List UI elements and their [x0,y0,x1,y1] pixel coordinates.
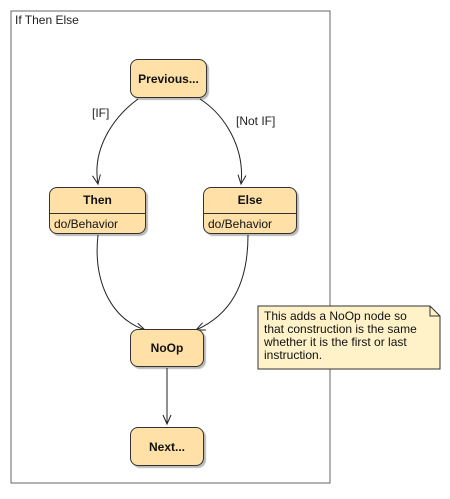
note-line: that construction is the same [264,322,417,336]
node-else[interactable]: Else do/Behavior [203,187,297,234]
frame-title: If Then Else [15,13,79,27]
edge-then-to-noop[interactable] [96,234,147,332]
edge-else-to-noop[interactable] [194,234,249,331]
node-next-label: Next... [148,439,185,454]
node-else-activity: do/Behavior [208,217,273,231]
edge-previous-to-else[interactable] [199,98,247,186]
node-then[interactable]: Then do/Behavior [49,187,146,234]
note-line: whether it is the first or last [264,335,407,349]
edge-previous-to-then[interactable] [92,98,139,186]
note-line: instruction. [264,348,323,362]
node-previous[interactable]: Previous... [130,59,207,98]
node-noop[interactable]: NoOp [130,329,204,367]
node-then-activity: do/Behavior [54,217,119,231]
node-next[interactable]: Next... [130,427,204,466]
node-noop-label: NoOp [150,341,184,355]
node-previous-label: Previous... [138,71,199,86]
note-line: This adds a NoOp node so [264,309,407,323]
note-text: This adds a NoOp node so that constructi… [264,310,417,362]
node-then-label: Then [50,188,145,214]
note-fold [429,306,440,317]
note-shape [257,305,441,370]
edge-label-not-if: [Not IF] [236,114,276,128]
node-else-label: Else [204,188,296,214]
edge-label-if: [IF] [92,106,110,120]
